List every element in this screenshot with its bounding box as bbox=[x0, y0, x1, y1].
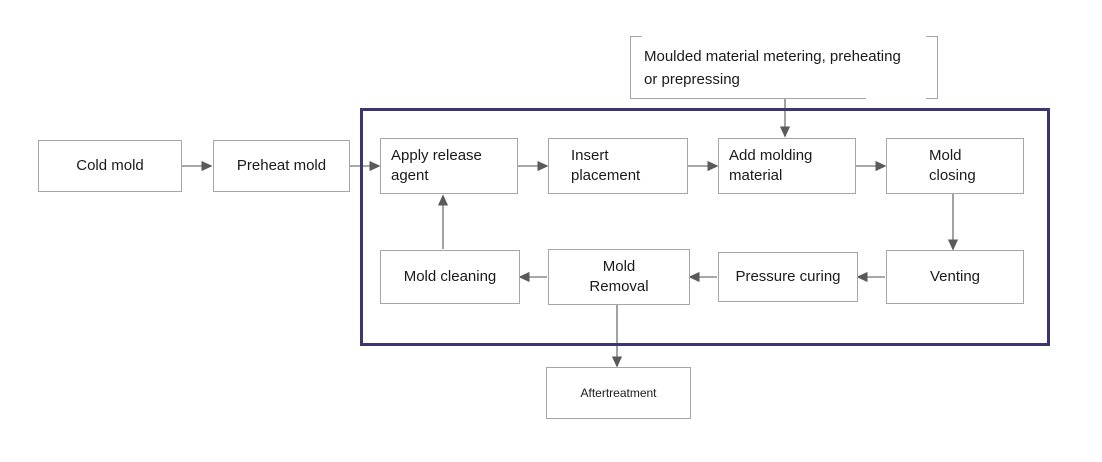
node-label-line-2: agent bbox=[391, 167, 429, 184]
node-insert-placement[interactable]: Insert placement bbox=[548, 138, 688, 194]
node-label-line-1: Add molding bbox=[729, 146, 813, 164]
node-aftertreatment[interactable]: Aftertreatment bbox=[546, 367, 691, 419]
node-label: Pressure curing bbox=[735, 267, 841, 285]
node-label: Venting bbox=[929, 267, 981, 285]
node-label-line-2: placement bbox=[571, 167, 641, 184]
molding-cycle-group-frame bbox=[360, 108, 1050, 346]
node-label-line-1: Insert bbox=[571, 146, 609, 164]
node-pressure-curing[interactable]: Pressure curing bbox=[718, 252, 858, 302]
node-label-line-1: Mold bbox=[929, 146, 962, 164]
node-venting[interactable]: Venting bbox=[886, 250, 1024, 304]
node-label-line-1: Mold bbox=[602, 257, 636, 275]
node-preheat-mold[interactable]: Preheat mold bbox=[213, 140, 350, 192]
node-label: Preheat mold bbox=[236, 156, 327, 174]
node-label: Cold mold bbox=[76, 156, 144, 174]
node-mold-closing[interactable]: Mold closing bbox=[886, 138, 1024, 194]
node-cold-mold[interactable]: Cold mold bbox=[38, 140, 182, 192]
node-mold-removal[interactable]: Mold Removal bbox=[548, 249, 690, 305]
node-label: Mold cleaning bbox=[403, 267, 497, 285]
node-label-line-1: Apply release bbox=[391, 146, 482, 164]
node-label-line-2: closing bbox=[929, 167, 976, 184]
node-label-line-2: Removal bbox=[589, 278, 649, 295]
node-apply-release-agent[interactable]: Apply release agent bbox=[380, 138, 518, 194]
node-mold-cleaning[interactable]: Mold cleaning bbox=[380, 250, 520, 304]
note-line-2: or prepressing bbox=[644, 70, 740, 88]
node-label-line-2: material bbox=[729, 167, 783, 184]
moulded-material-note: Moulded material metering, preheating or… bbox=[630, 36, 938, 99]
node-add-molding-material[interactable]: Add molding material bbox=[718, 138, 856, 194]
node-label: Aftertreatment bbox=[580, 385, 657, 400]
note-line-1: Moulded material metering, preheating bbox=[644, 48, 901, 65]
